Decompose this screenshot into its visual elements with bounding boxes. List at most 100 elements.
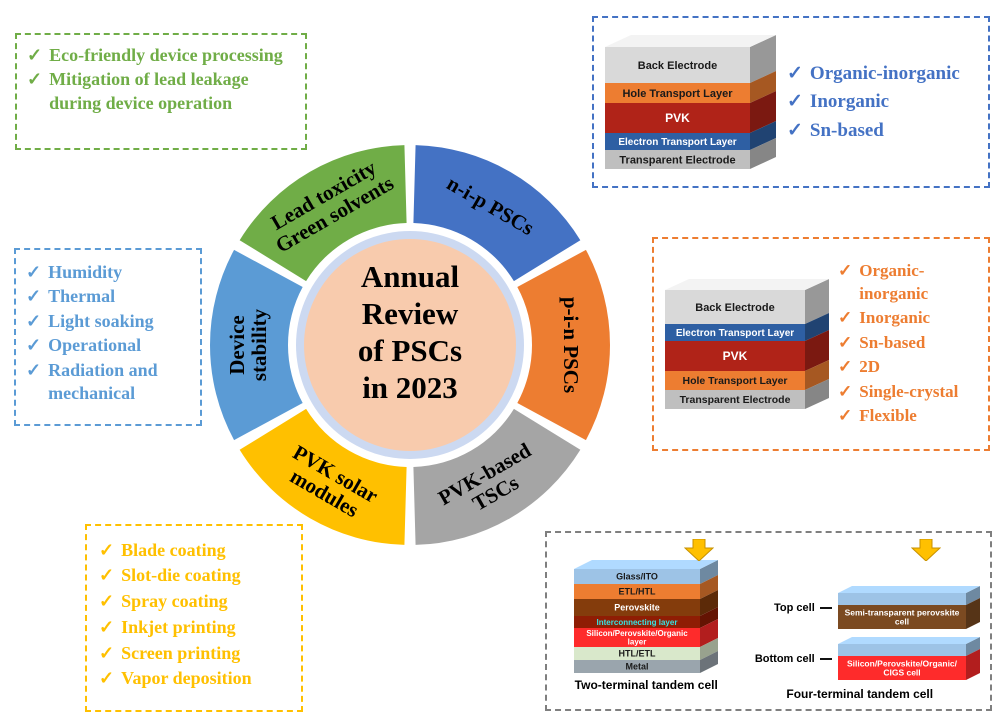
layer-front-face xyxy=(665,371,805,390)
layer-label: PVK xyxy=(723,349,748,363)
check-item: ✓Inorganic xyxy=(787,89,960,115)
check-icon: ✓ xyxy=(26,359,42,380)
check-label: Spray coating xyxy=(121,591,228,612)
layer-label: cell xyxy=(895,617,909,627)
wheel-segment-3 xyxy=(413,408,581,545)
check-item: ✓Humidity xyxy=(26,261,190,284)
check-label: Mitigation of lead leakage during device… xyxy=(49,69,249,113)
check-item: ✓ Screen printing xyxy=(99,641,289,665)
check-icon: ✓ xyxy=(26,286,42,307)
check-icon: ✓ xyxy=(787,62,803,84)
layer-label: Back Electrode xyxy=(695,302,774,314)
nip-checklist: ✓ Organic-inorganic ✓Inorganic ✓Sn-based xyxy=(787,58,960,147)
check-label: Vapor deposition xyxy=(121,668,252,689)
layer-front-face xyxy=(574,660,701,673)
check-icon: ✓ xyxy=(838,308,853,328)
wheel-segment-label: p-i-n PSCs xyxy=(559,297,583,393)
check-label: 2D xyxy=(859,357,881,377)
check-icon: ✓ xyxy=(26,335,42,356)
layer-label: ETL/HTL xyxy=(619,587,656,597)
layer-front-face xyxy=(837,593,966,605)
check-item: ✓Eco-friendly device processing xyxy=(27,44,295,67)
layer-side-face xyxy=(805,360,829,390)
check-label: Screen printing xyxy=(121,642,241,663)
layer-label: Hole Transport Layer xyxy=(682,375,787,387)
check-item: ✓ Thermal xyxy=(26,285,190,308)
layer-front-face xyxy=(665,324,805,341)
layer-top-face xyxy=(837,586,980,593)
check-icon: ✓ xyxy=(99,668,115,689)
layer-side-face xyxy=(965,598,980,629)
check-item: ✓2D xyxy=(838,356,978,378)
check-item: ✓Inkjet printing xyxy=(99,615,289,639)
layer-label: Hole Transport Layer xyxy=(622,88,733,100)
layer-side-face xyxy=(965,637,980,656)
bottom-cell-label: Bottom cell xyxy=(754,652,815,665)
check-item: ✓ Slot-die coating xyxy=(99,563,289,587)
check-label: Thermal xyxy=(48,286,116,307)
check-item: ✓Flexible xyxy=(838,405,978,427)
check-icon: ✓ xyxy=(99,616,115,637)
pin-checklist: ✓Organic-inorganic✓Inorganic✓Sn-based✓2D… xyxy=(838,258,978,430)
layer-top-face xyxy=(574,560,719,569)
device-stability-checklist-box: ✓Humidity✓Thermal✓Light soaking✓Operatio… xyxy=(14,248,202,426)
layer-stack-svg: Silicon/Perovskite/Organic/CIGS cell xyxy=(837,637,980,680)
check-item: ✓Organic-inorganic xyxy=(838,260,978,304)
check-item: ✓Radiation and mechanical xyxy=(26,359,190,406)
layer-label: Silicon/Perovskite/Organic xyxy=(587,629,689,638)
wheel-segment-label-group: p-i-n PSCs xyxy=(559,297,583,393)
check-item: ✓ Light soaking xyxy=(26,310,190,333)
center-circle xyxy=(304,239,516,451)
check-icon: ✓ xyxy=(838,261,853,281)
layer-label: Transparent Electrode xyxy=(619,154,735,166)
wheel-segment-4 xyxy=(239,408,407,545)
layer-label: layer xyxy=(628,638,647,647)
wheel-center-text: Annual xyxy=(361,259,460,294)
check-icon: ✓ xyxy=(26,310,42,331)
check-label: Eco-friendly device processing xyxy=(49,45,283,65)
two-terminal-caption: Two-terminal tandem cell xyxy=(574,678,718,692)
layer-label: Electron Transport Layer xyxy=(618,137,736,148)
check-item: ✓ Inorganic xyxy=(838,307,978,329)
top-cell-label: Top cell xyxy=(774,601,815,614)
check-icon: ✓ xyxy=(787,119,803,141)
check-label: Slot-die coating xyxy=(121,565,241,586)
layer-side-face xyxy=(700,560,719,584)
check-item: ✓Single-crystal xyxy=(838,381,978,403)
check-icon: ✓ xyxy=(27,69,43,90)
check-icon: ✓ xyxy=(99,591,115,612)
layer-side-face xyxy=(700,607,719,628)
check-icon: ✓ xyxy=(99,539,115,560)
layer-front-face xyxy=(574,647,701,660)
check-item: ✓Sn-based xyxy=(787,118,960,144)
layer-front-face xyxy=(574,599,701,616)
layer-label: Metal xyxy=(626,662,649,672)
layer-side-face xyxy=(750,138,776,169)
check-item: ✓Sn-based xyxy=(838,332,978,354)
check-label: Inorganic xyxy=(859,308,931,328)
layer-front-face xyxy=(574,616,701,628)
check-item: ✓Operational xyxy=(26,334,190,357)
check-icon: ✓ xyxy=(26,262,42,282)
down-arrow-icon xyxy=(910,539,941,561)
layer-side-face xyxy=(805,379,829,409)
check-item: ✓ Organic-inorganic xyxy=(787,61,960,87)
check-item: ✓ Vapor deposition xyxy=(99,666,289,690)
check-label: Light soaking xyxy=(48,310,154,331)
layer-label: Glass/ITO xyxy=(616,572,658,582)
check-icon: ✓ xyxy=(99,642,115,663)
check-label: Organic-inorganic xyxy=(809,62,960,84)
lead-toxicity-checklist-box: ✓Eco-friendly device processing✓ Mitigati… xyxy=(15,33,307,150)
check-label: Flexible xyxy=(859,406,917,426)
layer-front-face xyxy=(665,390,805,409)
check-icon: ✓ xyxy=(99,565,115,586)
